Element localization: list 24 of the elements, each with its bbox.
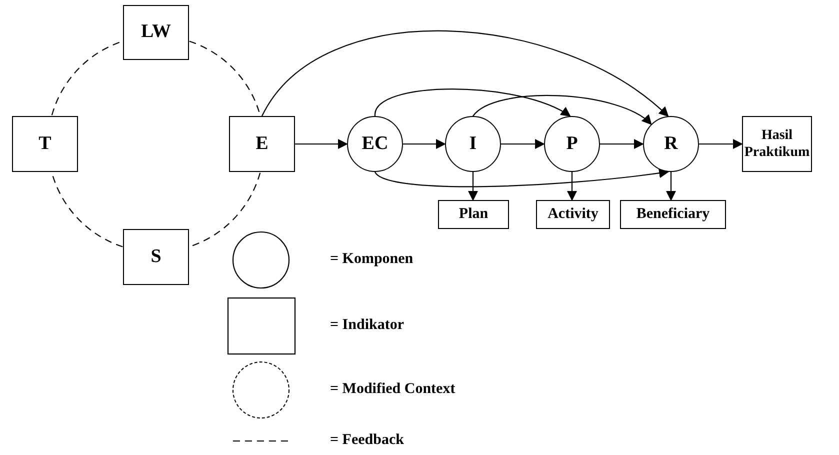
arrow: [600, 139, 644, 149]
legend-label: = Indikator: [330, 318, 404, 333]
legend-label: = Modified Context: [330, 382, 456, 397]
arrow: [567, 172, 577, 201]
legend-label: = Feedback: [330, 433, 404, 448]
indicator-box: Beneficiary: [620, 200, 726, 229]
indicator-box: LW: [123, 5, 189, 60]
indicator-box: Plan: [438, 200, 509, 229]
arrow: [472, 95, 652, 125]
arrow: [501, 139, 545, 149]
indicator-box: S: [123, 229, 189, 285]
indicator-box: E: [229, 116, 295, 172]
arrow: [262, 30, 669, 117]
indicator-box: Activity: [536, 200, 610, 229]
arrow: [295, 139, 348, 149]
legend-label: = Komponen: [330, 252, 414, 267]
arrow: [403, 139, 446, 149]
arrow: [374, 168, 670, 188]
indicator-box: T: [12, 116, 78, 172]
arrow: [468, 172, 478, 201]
indicator-box: Hasil Praktikum: [742, 116, 812, 172]
arrow: [666, 172, 676, 201]
arrow: [699, 139, 743, 149]
arrow: [374, 88, 571, 117]
